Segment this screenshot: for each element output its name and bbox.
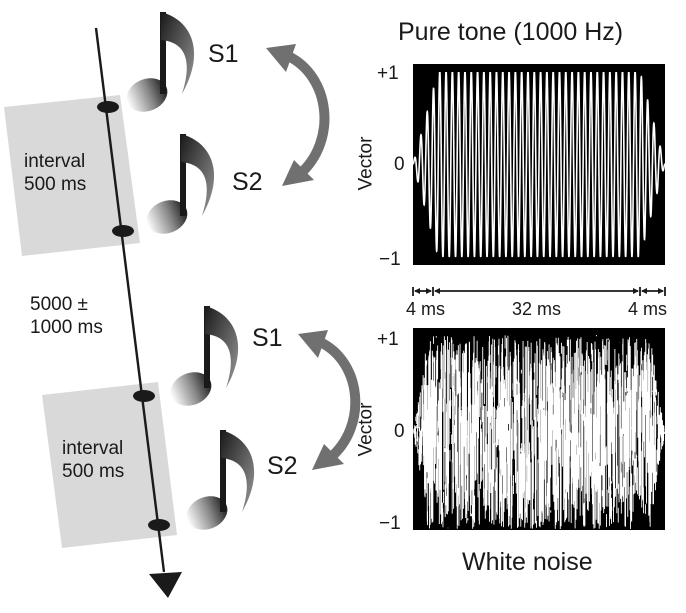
- pure-tone-waveform: [413, 72, 665, 258]
- white-noise-title: White noise: [462, 548, 593, 576]
- ramp-on-duration-label: 4 ms: [406, 299, 446, 319]
- pure-tone-title: Pure tone (1000 Hz): [398, 18, 624, 46]
- stimulus-label-s2: S2: [232, 168, 263, 196]
- swap-arrow-icon: [298, 330, 361, 470]
- music-note-icon: [170, 306, 239, 406]
- interval-label: interval 500 ms: [62, 438, 125, 482]
- onset-marker-s2-trial-1: [112, 225, 134, 237]
- duration-scale: [412, 287, 666, 296]
- y-tick-label: −1: [379, 249, 401, 270]
- y-tick-label: −1: [379, 513, 401, 534]
- music-note-icon: [126, 12, 195, 112]
- stimulus-label-s2: S2: [267, 452, 298, 480]
- timeline-arrowhead: [149, 572, 182, 598]
- interval-box-2: [42, 382, 177, 548]
- plateau-duration-label: 32 ms: [512, 299, 562, 319]
- y-axis-label: Vector: [355, 402, 377, 457]
- music-note-icon: [186, 430, 255, 530]
- stimulus-label-s1: S1: [208, 40, 239, 68]
- timeline-line: [94, 27, 166, 573]
- y-tick-label: 0: [394, 421, 405, 442]
- onset-marker-s1-trial-1: [97, 101, 119, 113]
- music-note-icon: [146, 134, 215, 234]
- inter-trial-interval-label: 5000 ± 1000 ms: [30, 294, 103, 338]
- y-axis-label: Vector: [355, 136, 377, 191]
- stimulus-label-s1: S1: [252, 324, 283, 352]
- interval-box-1: [4, 95, 140, 256]
- y-tick-label: +1: [377, 329, 399, 350]
- swap-arrow-icon: [266, 44, 330, 186]
- y-tick-label: 0: [394, 154, 405, 175]
- onset-marker-s2-trial-2: [148, 519, 170, 531]
- interval-label: interval 500 ms: [24, 151, 87, 195]
- y-tick-label: +1: [377, 63, 399, 84]
- white-noise-waveform: [413, 335, 665, 529]
- ramp-off-duration-label: 4 ms: [628, 299, 668, 319]
- onset-marker-s1-trial-2: [133, 390, 155, 402]
